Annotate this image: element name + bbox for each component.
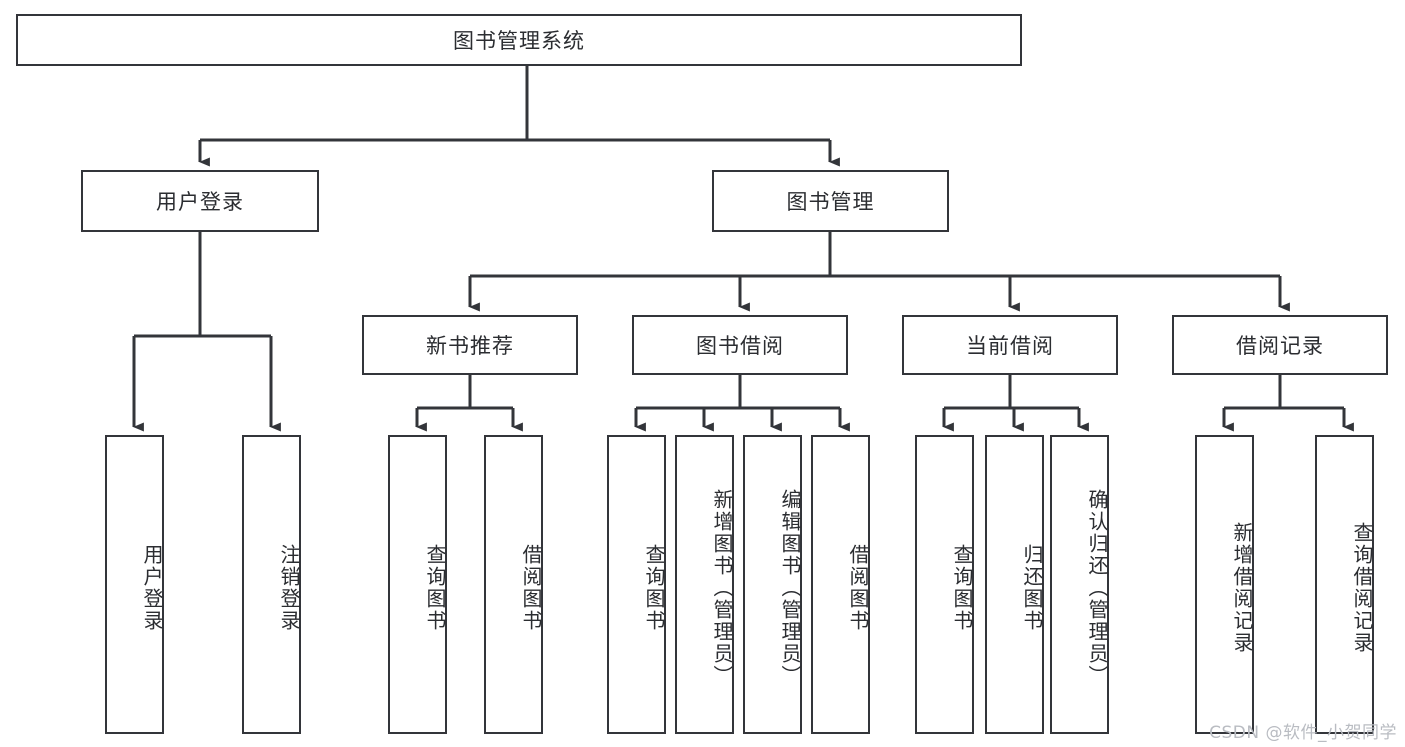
leaf-label: 查询图书 xyxy=(950,543,974,632)
node-leaf-add-record[interactable]: 新增借阅记录 xyxy=(1195,435,1254,734)
leaf-label: 新增图书（管理员） xyxy=(710,488,734,687)
leaf-label: 编辑图书（管理员） xyxy=(778,488,802,687)
node-user-login[interactable]: 用户登录 xyxy=(81,170,319,232)
node-current-borrow[interactable]: 当前借阅 xyxy=(902,315,1118,375)
node-leaf-edit-book[interactable]: 编辑图书（管理员） xyxy=(743,435,802,734)
leaf-label: 借阅图书 xyxy=(846,543,870,632)
leaf-label: 借阅图书 xyxy=(519,543,543,632)
node-leaf-borrow-book-1[interactable]: 借阅图书 xyxy=(484,435,543,734)
leaf-label: 注销登录 xyxy=(277,543,301,632)
leaf-label: 新增借阅记录 xyxy=(1230,521,1254,654)
node-leaf-query-record[interactable]: 查询借阅记录 xyxy=(1315,435,1374,734)
leaf-label: 查询图书 xyxy=(642,543,666,632)
node-leaf-add-book[interactable]: 新增图书（管理员） xyxy=(675,435,734,734)
node-leaf-return-book[interactable]: 归还图书 xyxy=(985,435,1044,734)
node-root[interactable]: 图书管理系统 xyxy=(16,14,1022,66)
node-leaf-query-book-1[interactable]: 查询图书 xyxy=(388,435,447,734)
leaf-label: 归还图书 xyxy=(1020,543,1044,632)
leaf-label: 查询图书 xyxy=(423,543,447,632)
node-leaf-logout[interactable]: 注销登录 xyxy=(242,435,301,734)
node-book-management[interactable]: 图书管理 xyxy=(712,170,949,232)
node-leaf-confirm-return[interactable]: 确认归还（管理员） xyxy=(1050,435,1109,734)
node-leaf-query-book-2[interactable]: 查询图书 xyxy=(607,435,666,734)
leaf-label: 用户登录 xyxy=(140,543,164,632)
node-new-book-recommend[interactable]: 新书推荐 xyxy=(362,315,578,375)
leaf-label: 确认归还（管理员） xyxy=(1085,488,1109,687)
node-leaf-query-book-3[interactable]: 查询图书 xyxy=(915,435,974,734)
node-leaf-borrow-book-2[interactable]: 借阅图书 xyxy=(811,435,870,734)
leaf-label: 查询借阅记录 xyxy=(1350,521,1374,654)
csdn-watermark: CSDN @软件_小贺同学 xyxy=(1209,723,1397,743)
node-book-borrow[interactable]: 图书借阅 xyxy=(632,315,848,375)
node-borrow-record[interactable]: 借阅记录 xyxy=(1172,315,1388,375)
node-leaf-user-login[interactable]: 用户登录 xyxy=(105,435,164,734)
